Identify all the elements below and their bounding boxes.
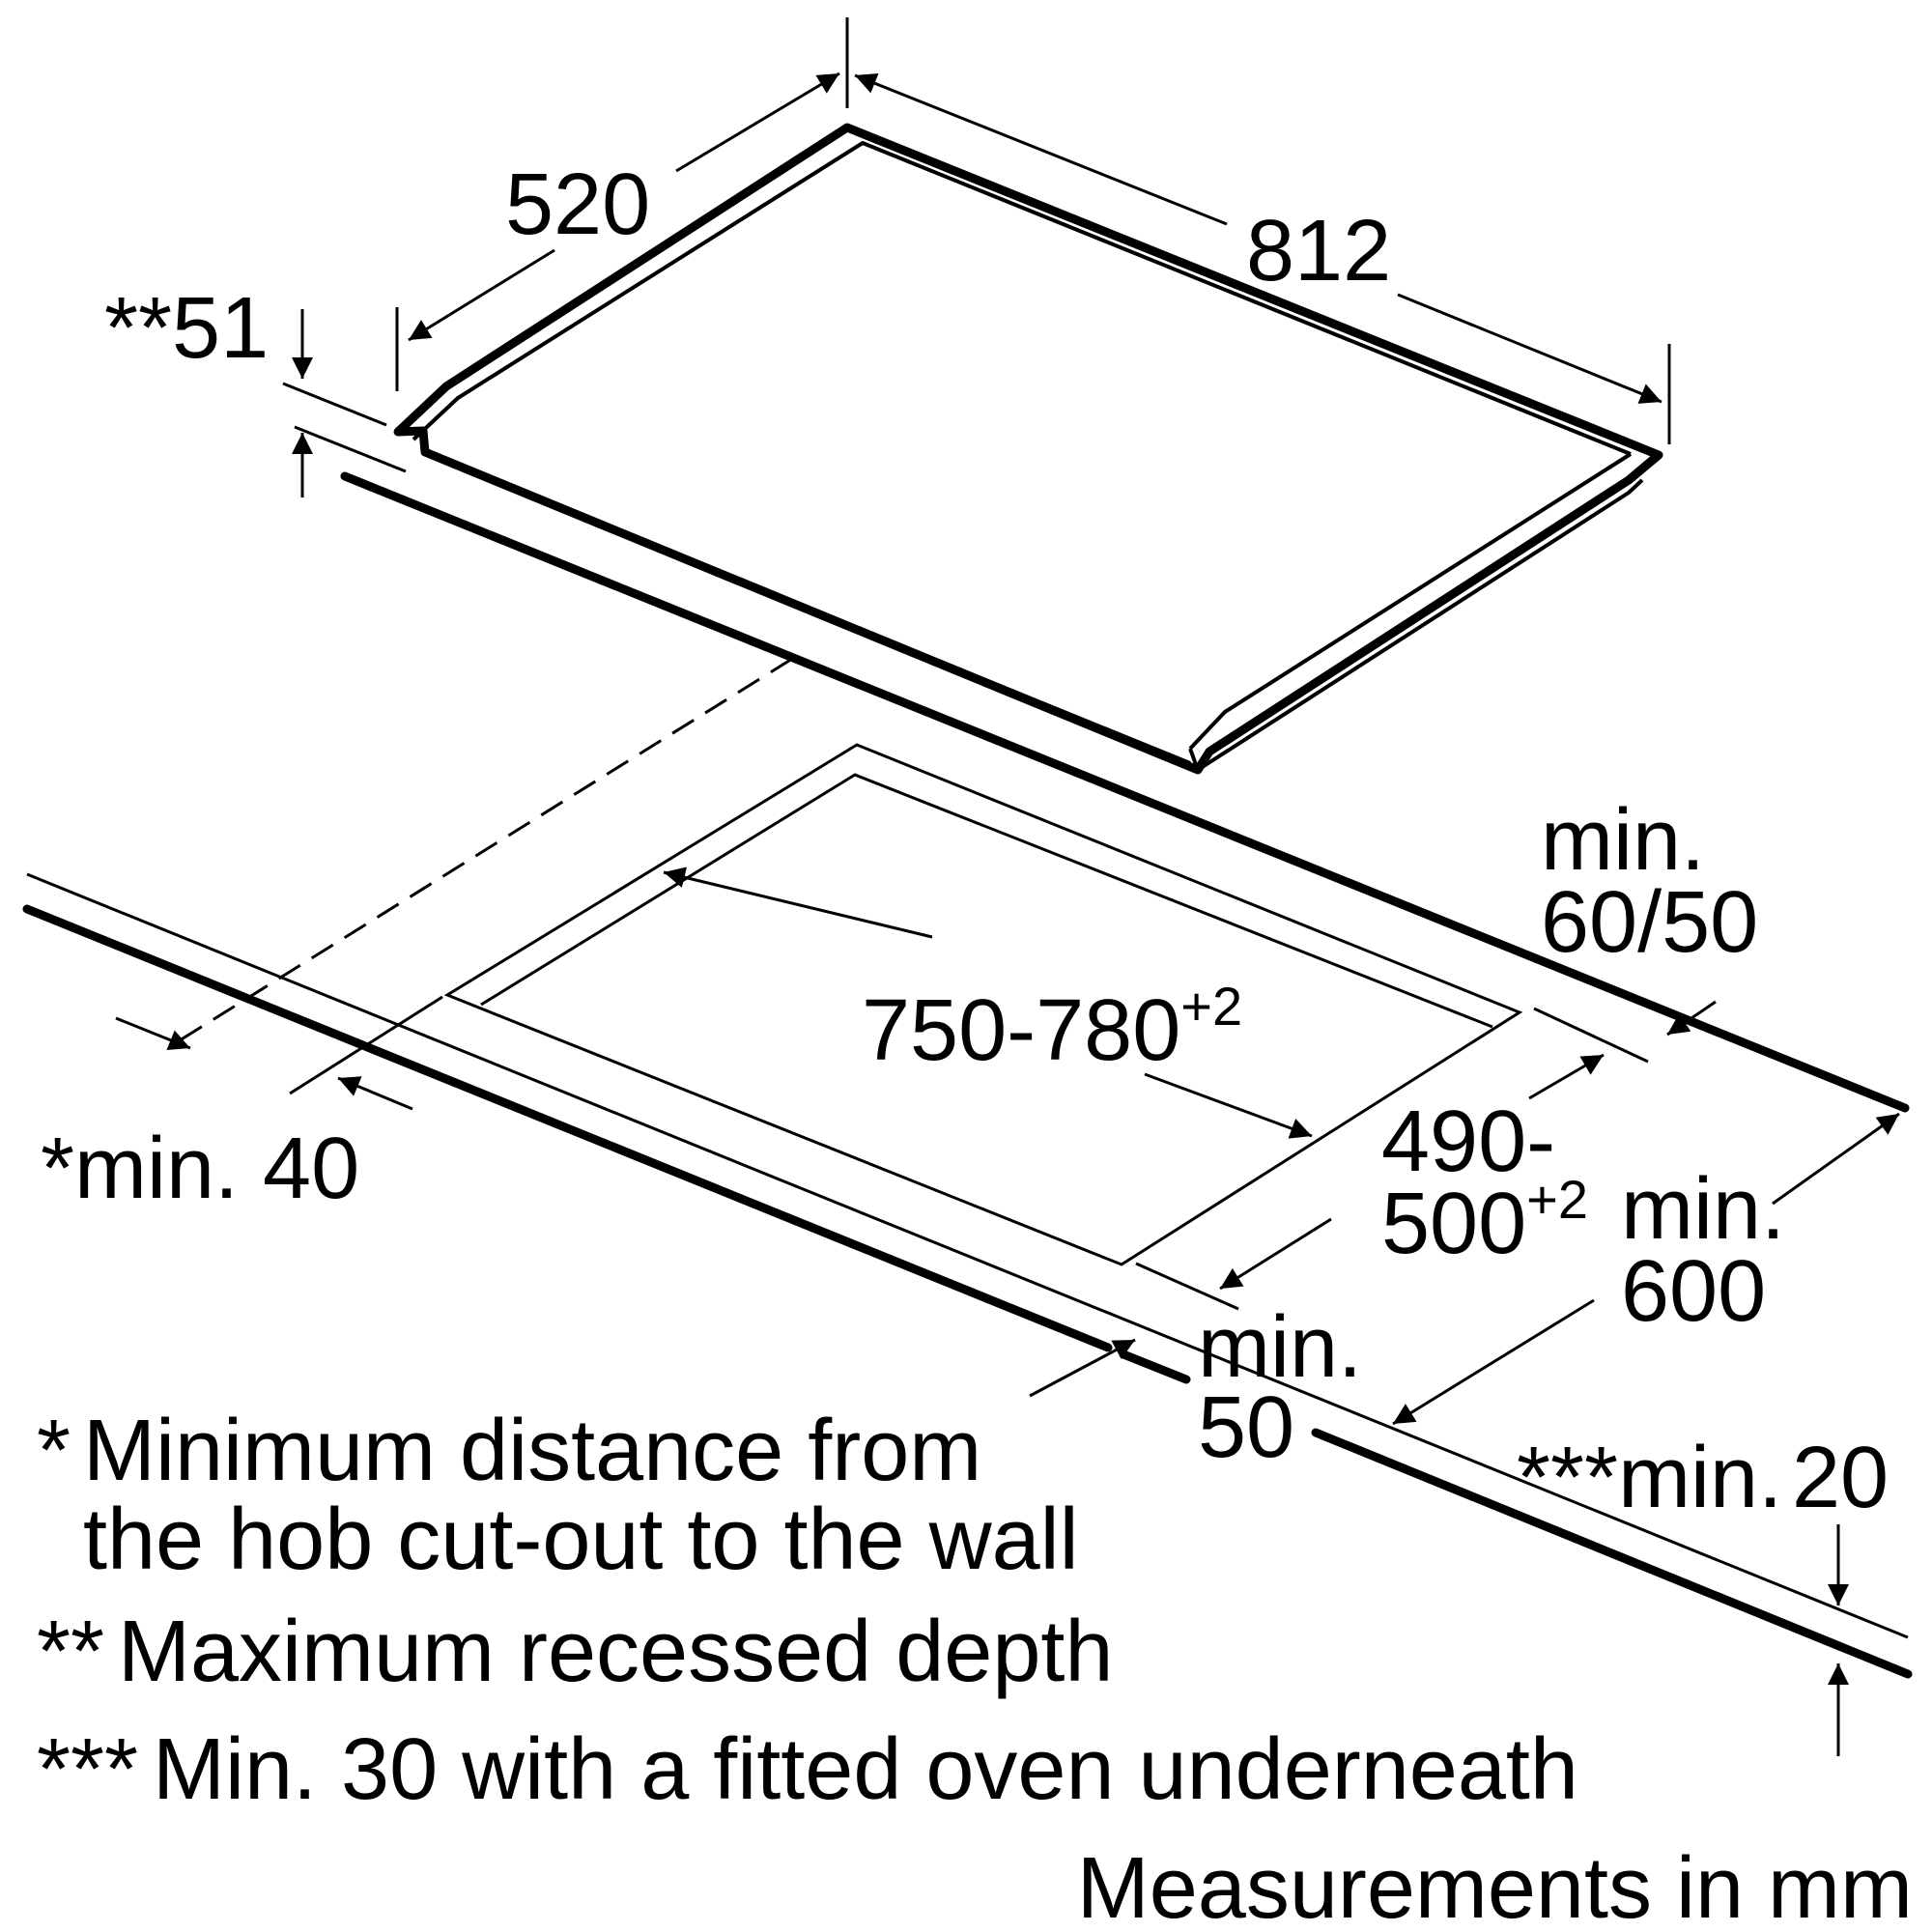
note-2-marker: **	[37, 1604, 104, 1700]
note-2-line1: Maximum recessed depth	[118, 1604, 1113, 1700]
label-cutout-depth-tolerance: +2	[1526, 1169, 1588, 1230]
label-cutout-depth-2: 500+2	[1381, 1169, 1588, 1272]
dimension-cutout-depth	[1135, 1007, 1649, 1311]
worktop-front-bottom-edge-right	[1311, 1428, 1913, 1679]
label-depth: 520	[505, 156, 650, 253]
label-cutout-depth-value: 500	[1381, 1176, 1526, 1272]
label-rear-gap-1: min.	[1541, 792, 1705, 889]
note-1-line1: Minimum distance from	[83, 1403, 981, 1499]
dimension-cutout-width	[663, 867, 1313, 1139]
note-3-marker: ***	[37, 1721, 138, 1818]
dimension-recess-51	[282, 309, 407, 497]
wall-reference-line	[171, 657, 793, 1047]
label-front-gap-1: min.	[1198, 1299, 1362, 1396]
label-front-gap-2: 50	[1198, 1379, 1294, 1476]
hob-body	[393, 123, 1663, 775]
dimension-520	[395, 71, 840, 391]
label-rear-gap-2: 60/50	[1541, 874, 1758, 971]
hob-cutout	[443, 743, 1523, 1266]
units-note: Measurements in mm	[1077, 1840, 1913, 1932]
label-cabinet-width-1: min.	[1621, 1161, 1785, 1258]
dimension-front-gap	[1029, 1338, 1136, 1398]
note-1-marker: *	[37, 1403, 71, 1499]
dimension-wall-gap	[115, 995, 443, 1111]
worktop-front-bottom-edge-mid	[1119, 1350, 1191, 1384]
label-cutout-width-value: 750-780	[862, 982, 1180, 1079]
worktop-front-bottom-edge-left	[22, 904, 1113, 1352]
note-3-line1: Min. 30 with a fitted oven underneath	[153, 1721, 1578, 1818]
label-cabinet-width-2: 600	[1621, 1243, 1766, 1340]
label-cutout-width: 750-780+2	[862, 976, 1242, 1079]
dimension-rear-gap	[1666, 1000, 1717, 1037]
label-cutout-width-tolerance: +2	[1180, 976, 1242, 1037]
label-cutout-depth-1: 490-	[1381, 1094, 1555, 1190]
label-width: 812	[1246, 203, 1391, 299]
worktop-front-top-edge	[26, 872, 1909, 1639]
label-wall-gap: *min. 40	[41, 1121, 359, 1217]
worktop-rear-edge	[340, 471, 1910, 1113]
label-recess: **51	[104, 280, 269, 377]
note-1-line2: the hob cut-out to the wall	[83, 1492, 1079, 1588]
dimension-cabinet-width	[1392, 1112, 1900, 1426]
dimension-812	[845, 17, 1671, 444]
label-worktop-thickness-1: ***min.	[1517, 1430, 1782, 1526]
label-worktop-thickness-2: 20	[1792, 1430, 1889, 1526]
